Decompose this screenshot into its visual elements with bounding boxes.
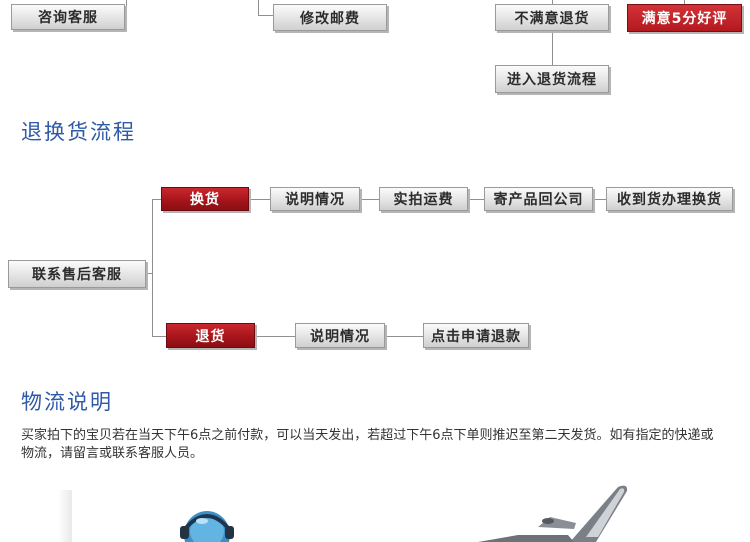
exchange-connector	[468, 199, 484, 200]
logistics-description: 买家拍下的宝贝若在当天下午6点之前付款，可以当天发出，若超过下午6点下单则推迟至…	[21, 428, 714, 461]
tree-exchange-branch	[152, 199, 161, 200]
connector-line	[126, 0, 127, 16]
exchange-connector	[360, 199, 379, 200]
logistics-title: 物流说明	[21, 390, 113, 414]
customer-service-headset-icon	[180, 511, 234, 542]
airplane-icon	[478, 485, 628, 542]
connector-line	[258, 0, 259, 16]
exchange-step-send-back: 寄产品回公司	[484, 187, 593, 211]
consult-service-box: 咨询客服	[11, 4, 125, 30]
return-exchange-title: 退换货流程	[21, 120, 136, 144]
modify-postage-box: 修改邮费	[273, 4, 387, 31]
contact-after-sales-box: 联系售后客服	[8, 260, 146, 288]
connector-line	[684, 0, 685, 4]
exchange-connector	[593, 199, 606, 200]
connector-line	[552, 0, 553, 4]
return-step-apply-refund: 点击申请退款	[423, 323, 529, 348]
connector-line	[258, 15, 274, 16]
satisfied-review-box: 满意5分好评	[627, 4, 742, 32]
exchange-connector	[249, 199, 270, 200]
return-connector	[385, 336, 423, 337]
connector-line	[552, 33, 553, 65]
exchange-step-explain: 说明情况	[270, 187, 360, 211]
exchange-box: 换货	[161, 187, 249, 211]
tree-root-line	[146, 273, 153, 274]
left-illustration-edge	[58, 490, 72, 542]
unsatisfied-return-box: 不满意退货	[495, 4, 609, 31]
exchange-step-photo-postage: 实拍运费	[379, 187, 468, 211]
return-connector	[255, 336, 295, 337]
return-box: 退货	[166, 323, 255, 348]
exchange-step-process: 收到货办理换货	[606, 187, 733, 211]
enter-return-flow-box: 进入退货流程	[495, 65, 609, 93]
return-step-explain: 说明情况	[295, 323, 385, 348]
tree-return-branch	[152, 336, 166, 337]
tree-vertical-line	[152, 199, 153, 337]
